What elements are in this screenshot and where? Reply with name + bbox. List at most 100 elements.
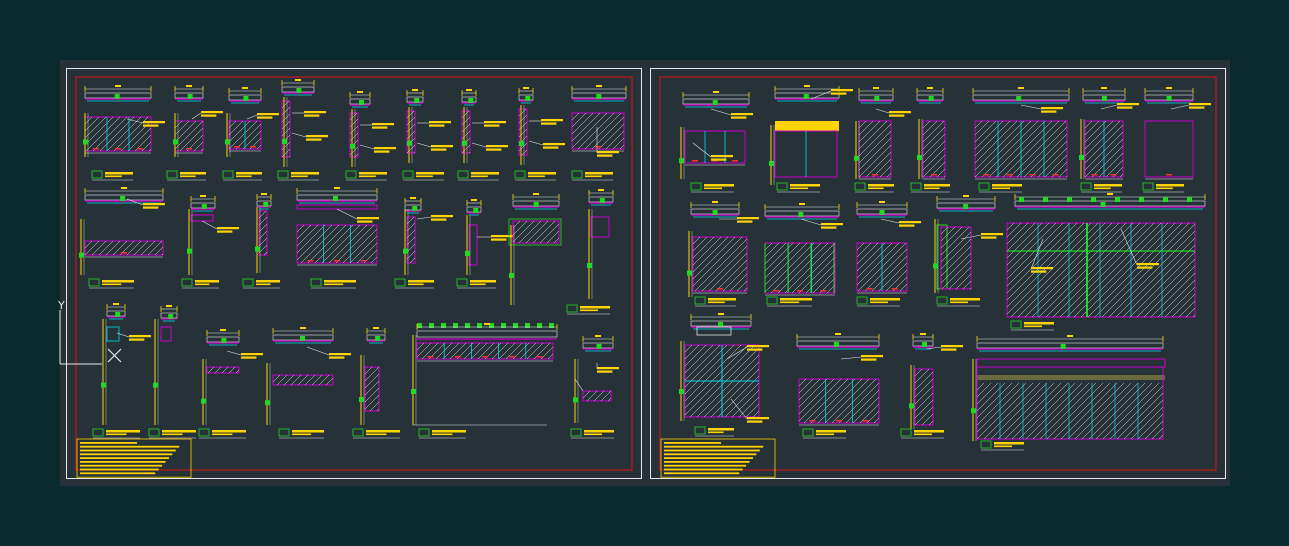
cad-line	[940, 238, 972, 270]
cad-line	[921, 413, 934, 426]
cad-line	[997, 382, 1055, 440]
detail-caption	[359, 172, 387, 175]
detail-caption	[1024, 325, 1042, 328]
sheet-left-drawing	[75, 76, 633, 478]
cad-line	[258, 244, 268, 254]
section-tag	[928, 96, 934, 101]
cad-rect	[106, 326, 120, 342]
title-block-text	[80, 445, 180, 448]
cad-line	[858, 120, 888, 150]
floor-mark	[93, 148, 99, 150]
annotation-text	[306, 135, 328, 138]
cad-line	[193, 141, 204, 152]
annotation-text	[747, 345, 769, 348]
annotation-text	[1137, 263, 1159, 266]
cad-line	[518, 108, 527, 117]
annotation-text	[241, 353, 263, 356]
section-tag	[549, 323, 554, 328]
cad-line	[914, 399, 934, 419]
cad-line	[752, 410, 760, 418]
cad-rect	[416, 330, 558, 338]
detail-caption	[914, 433, 932, 436]
cad-line	[314, 224, 354, 264]
cad-line	[1170, 104, 1190, 110]
cad-rect	[514, 170, 526, 179]
title-block-text	[80, 461, 166, 463]
cad-line	[764, 242, 815, 293]
section-tag	[201, 398, 206, 404]
title-block-text	[80, 468, 159, 471]
cad-line	[290, 374, 302, 386]
annotation-text	[372, 126, 388, 129]
cad-line	[856, 242, 872, 258]
detail-caption	[366, 430, 400, 433]
cad-line	[1158, 434, 1164, 440]
cad-line	[684, 344, 714, 374]
cad-line	[922, 120, 938, 136]
cad-rect	[802, 428, 814, 437]
cad-line	[571, 112, 601, 142]
cad-rect	[696, 326, 732, 336]
annotation-text	[981, 233, 1003, 236]
drawing-sheet-left[interactable]	[66, 68, 642, 479]
cad-rect	[418, 428, 430, 437]
cad-line	[1025, 382, 1083, 440]
floor-mark	[983, 174, 990, 176]
cad-line	[99, 116, 135, 152]
cad-line	[258, 237, 268, 247]
cad-rect	[84, 116, 152, 152]
cad-line	[948, 266, 972, 290]
cad-line	[91, 240, 107, 256]
cad-line	[518, 128, 528, 138]
cad-line	[406, 229, 416, 239]
cad-line	[349, 118, 359, 128]
dim-text	[879, 201, 885, 203]
cad-line	[461, 110, 470, 119]
cad-line	[546, 230, 560, 244]
section-tag	[679, 389, 684, 394]
cad-line	[84, 116, 114, 146]
section-tag	[971, 408, 976, 414]
cad-line	[600, 390, 612, 402]
drawing-sheet-right[interactable]	[650, 68, 1226, 479]
annotation-text	[201, 114, 217, 117]
cad-line	[784, 242, 836, 294]
cad-line	[406, 222, 416, 232]
cad-line	[376, 408, 380, 412]
dim-text	[484, 323, 490, 325]
section-tag	[1187, 197, 1192, 202]
cad-rect	[258, 210, 268, 256]
dim-text	[712, 201, 718, 203]
detail-caption	[924, 187, 940, 190]
floor-mark	[872, 174, 878, 176]
annotation-text	[889, 114, 905, 117]
cad-line	[684, 344, 742, 402]
cad-rect	[75, 76, 633, 471]
cad-line	[174, 120, 190, 136]
section-tag	[453, 323, 458, 328]
cad-line	[684, 344, 756, 416]
cad-line	[940, 231, 972, 263]
annotation-text	[747, 417, 769, 420]
floor-mark	[115, 148, 121, 150]
floor-mark	[1029, 174, 1036, 176]
cad-rect	[660, 438, 776, 478]
cad-line	[976, 382, 992, 398]
cad-line	[547, 353, 554, 360]
detail-caption	[1094, 187, 1111, 190]
section-tag	[854, 155, 859, 161]
floor-mark	[234, 146, 240, 148]
section-tag	[265, 400, 270, 406]
annotation-text	[431, 148, 447, 151]
cad-rect	[512, 220, 560, 244]
detail-caption	[708, 301, 725, 304]
floor-mark	[712, 160, 718, 162]
cad-rect	[856, 296, 868, 305]
cad-line	[764, 242, 808, 286]
cad-line	[684, 344, 707, 367]
detail-caption	[236, 172, 262, 175]
floor-mark	[1091, 174, 1098, 176]
cad-rect	[190, 214, 214, 222]
cad-line	[369, 401, 380, 412]
